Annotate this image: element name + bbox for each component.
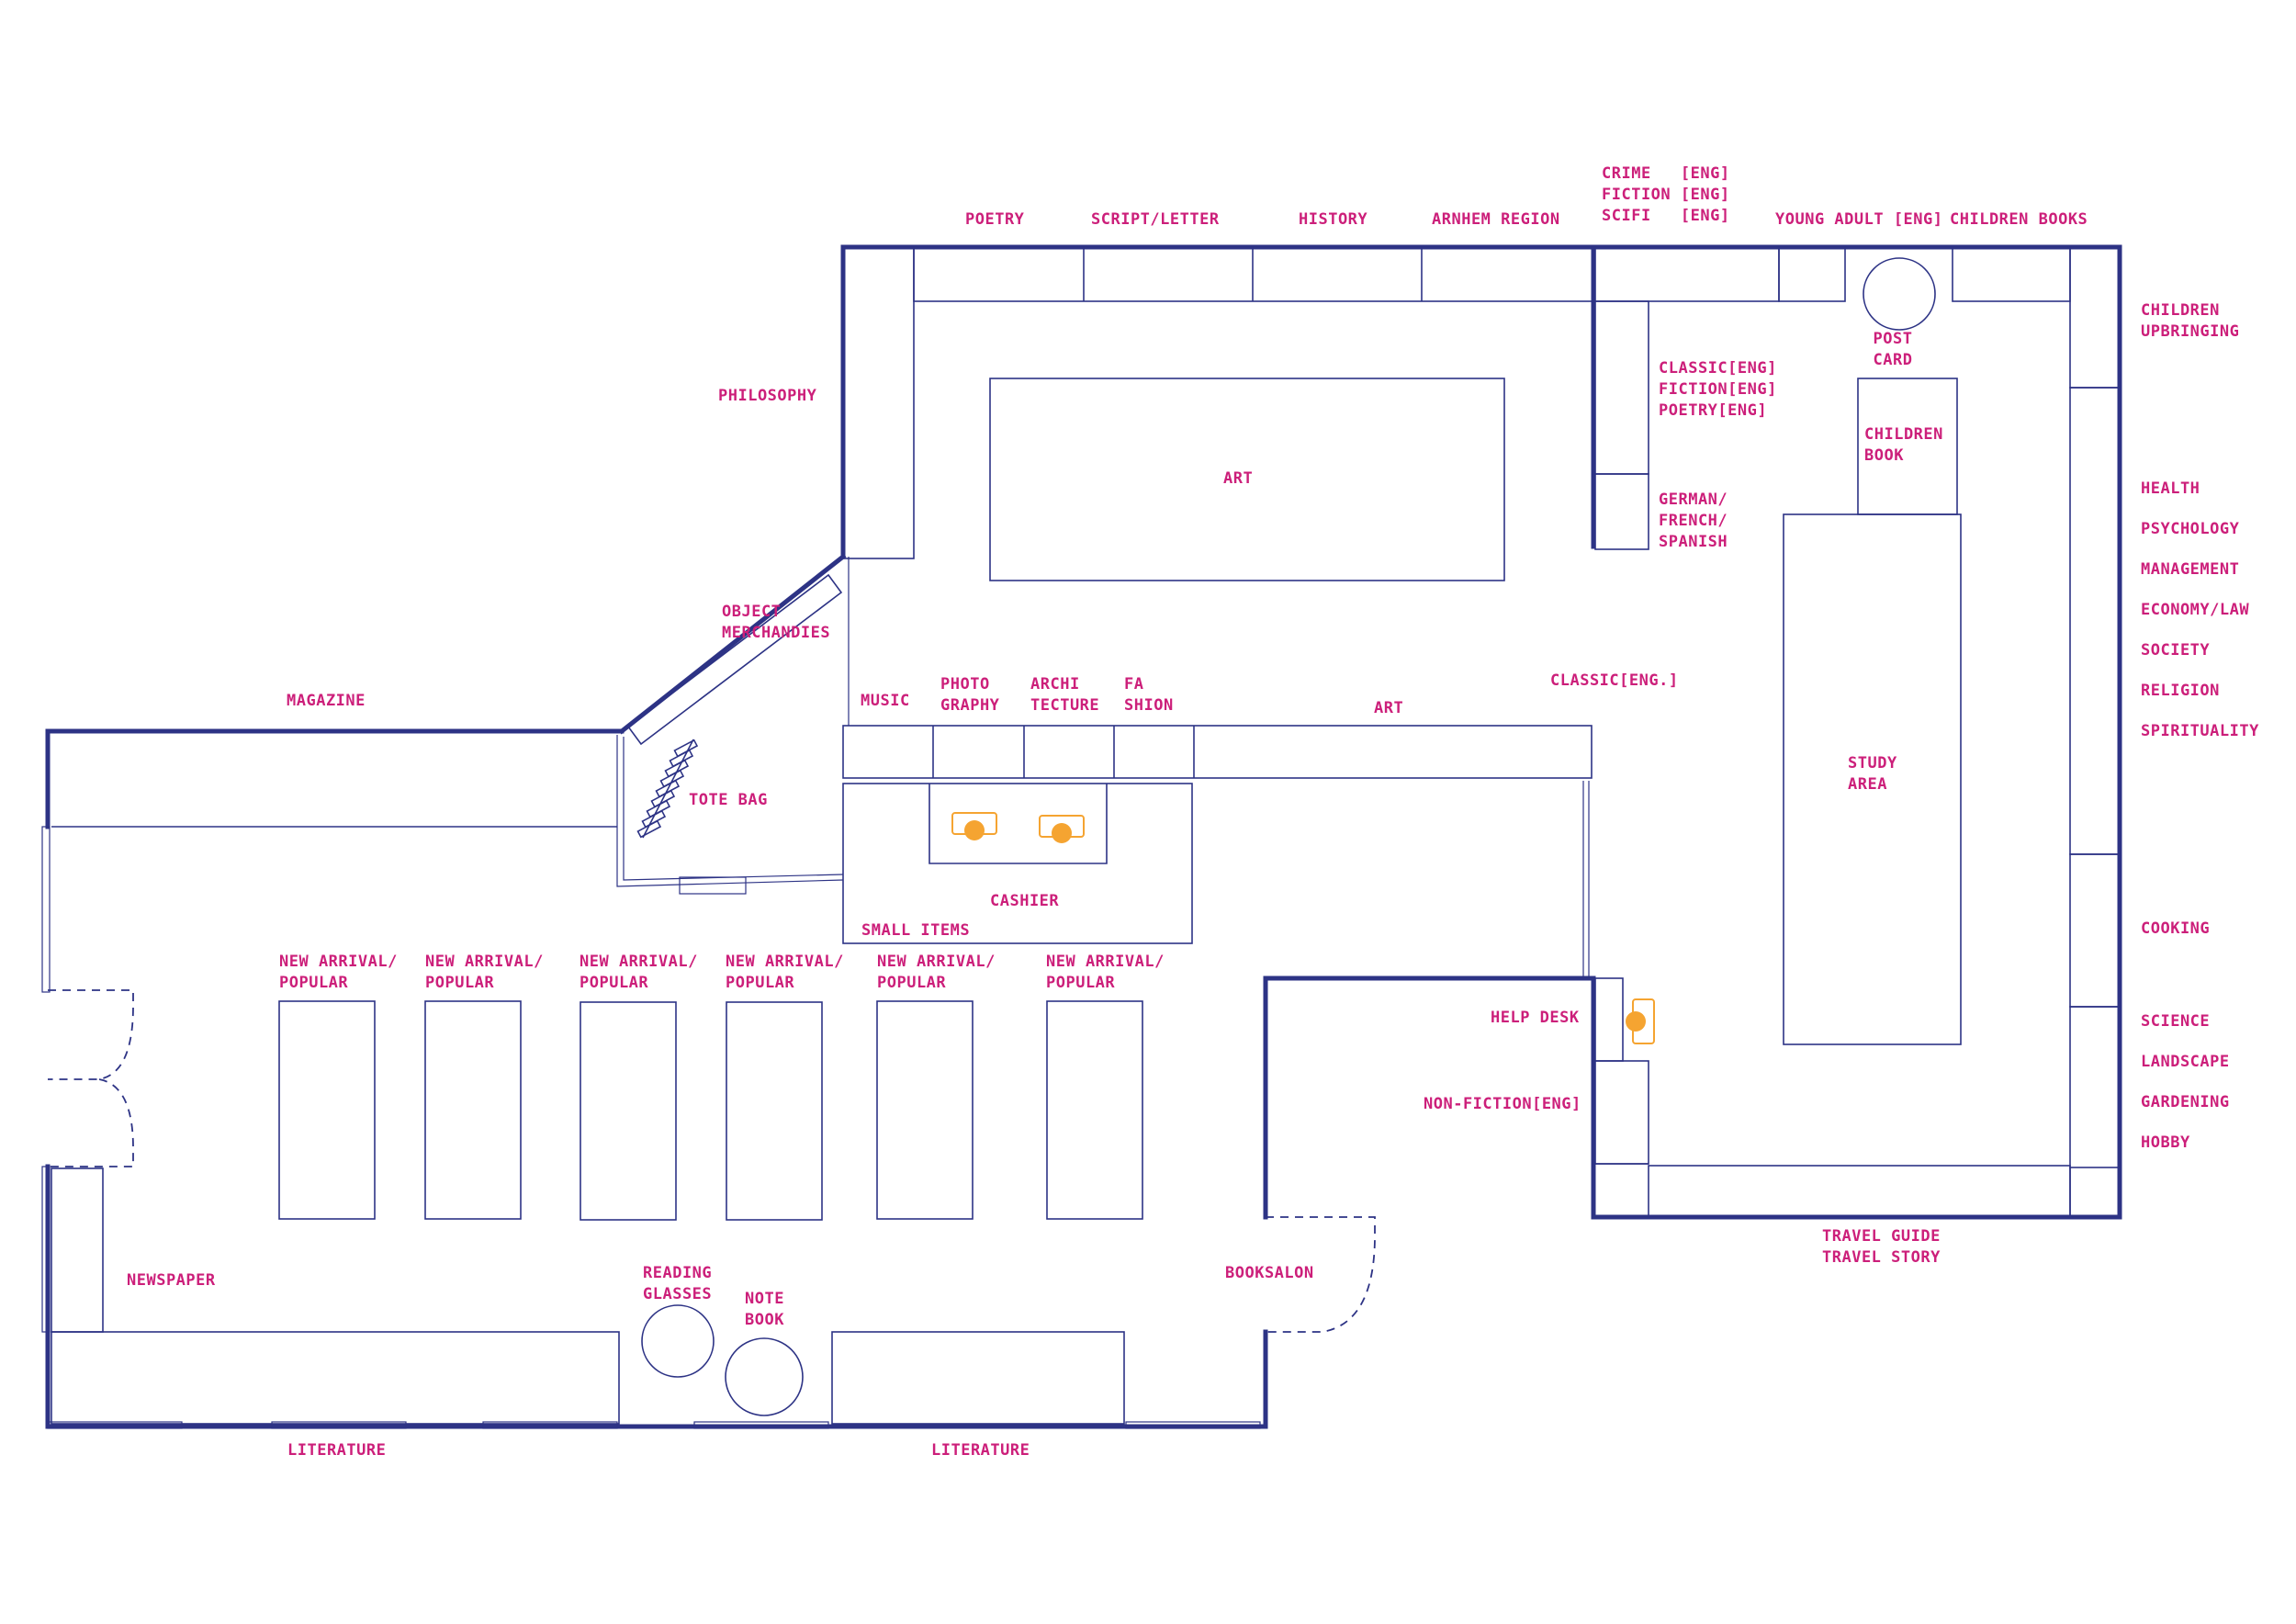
table-new-arrival-6: [1046, 1000, 1143, 1220]
shelf-children-book: [1857, 378, 1958, 515]
shelf-science-hobby: [2069, 1006, 2121, 1168]
shelf-young-adult: [1778, 247, 1846, 302]
seat-icon: [1626, 998, 1655, 1044]
seat-icon: [951, 812, 997, 840]
help-desk-counter: [1594, 977, 1624, 1062]
right-room-shelves: [1594, 247, 2121, 1217]
bottom-shelves: [51, 1167, 1125, 1425]
window-bottom-2: [271, 1421, 407, 1429]
shelf-classic-fiction-poetry: [1594, 300, 1649, 475]
shelf-health-spirituality: [2069, 387, 2121, 855]
shelf-crime-fiction: [1594, 247, 1780, 302]
shelf-object-merchandise: [626, 573, 843, 746]
shelf-cooking: [2069, 853, 2121, 1008]
shelf-literature-left: [51, 1331, 620, 1425]
cashier-area: [842, 783, 1193, 944]
table-reading-glasses: [641, 1304, 715, 1378]
entrance-door: [48, 989, 134, 1167]
shelf-philosophy: [842, 247, 915, 559]
middle-shelves: [842, 725, 1593, 978]
table-new-arrival-2: [424, 1000, 522, 1220]
table-new-arrival-4: [726, 1001, 823, 1221]
table-new-arrival-5: [876, 1000, 974, 1220]
window-bottom-5: [1125, 1421, 1261, 1429]
table-note-book: [725, 1337, 804, 1416]
upper-room-shelves: [626, 247, 1594, 746]
shelf-literature-right: [831, 1331, 1125, 1425]
wall-upper-room: [840, 244, 1596, 559]
seat-icon: [1039, 815, 1085, 843]
shelf-children-upbringing: [2069, 247, 2121, 389]
seats: [951, 812, 1655, 1044]
wall-magazine: [45, 728, 625, 829]
table-art: [989, 378, 1505, 581]
shelf-children-books: [1952, 247, 2071, 302]
tote-bag-rack-icon: [636, 739, 699, 839]
window-left-top: [41, 826, 51, 993]
new-arrival-tables: [278, 1000, 1143, 1221]
shelf-travel: [1648, 1165, 2071, 1217]
cashier-counter: [842, 783, 1193, 944]
window-bottom-3: [482, 1421, 618, 1429]
shelf-newspaper: [51, 1167, 104, 1333]
window-left-bottom: [41, 1166, 51, 1333]
booksalon-door: [1266, 1216, 1376, 1333]
shelf-german-french-spanish: [1594, 473, 1649, 550]
window-bottom-4: [693, 1421, 829, 1429]
table-new-arrival-1: [278, 1000, 376, 1220]
tote-bag-corner: [616, 735, 844, 895]
doors: [48, 989, 1376, 1333]
shelf-top-wall: [913, 247, 1594, 302]
table-post-card: [1863, 257, 1936, 331]
wall-diagonal: [618, 553, 847, 735]
shelf-non-fiction: [1594, 1060, 1649, 1165]
outer-walls: [45, 244, 2122, 1429]
windows: [41, 826, 1261, 1429]
table-new-arrival-3: [580, 1001, 677, 1221]
window-bottom-1: [47, 1421, 183, 1429]
table-study-area: [1783, 513, 1962, 1045]
shelf-middle-row: [842, 725, 1593, 779]
wall-right-room: [1263, 244, 2122, 1220]
